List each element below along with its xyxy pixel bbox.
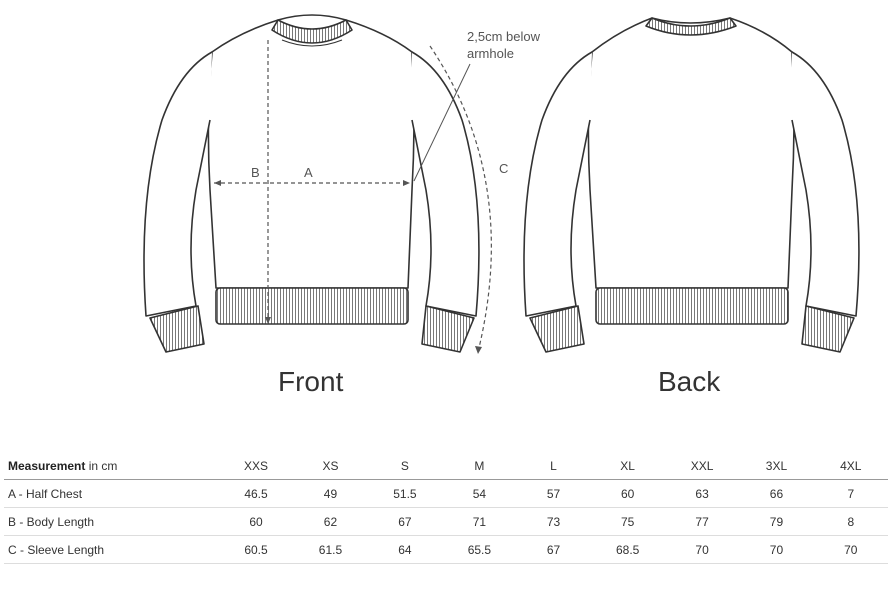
table-cell: 57 bbox=[516, 479, 591, 508]
size-header: 3XL bbox=[739, 452, 814, 480]
size-header: XL bbox=[590, 452, 665, 480]
back-collar bbox=[645, 17, 737, 36]
back-sweatshirt bbox=[523, 17, 860, 353]
arrow-heads bbox=[214, 180, 482, 354]
size-header: M bbox=[442, 452, 517, 480]
label-b: B bbox=[251, 165, 260, 180]
table-cell: 65.5 bbox=[442, 535, 517, 564]
front-right-cuff bbox=[421, 305, 475, 353]
row-label: C - Sleeve Length bbox=[4, 535, 219, 564]
table-cell: 67 bbox=[367, 507, 443, 536]
table-cell: 62 bbox=[293, 507, 368, 536]
size-header: XXS bbox=[218, 452, 294, 480]
front-view-label: Front bbox=[278, 366, 344, 397]
size-header: S bbox=[367, 452, 443, 480]
table-cell: 7 bbox=[813, 479, 888, 508]
table-cell: 8 bbox=[813, 507, 888, 536]
back-left-cuff bbox=[529, 305, 585, 353]
table-cell: 66 bbox=[739, 479, 814, 508]
front-sweatshirt bbox=[143, 14, 480, 353]
table-cell: 49 bbox=[293, 479, 368, 508]
measurement-header-bold: Measurement bbox=[8, 458, 86, 473]
table-cell: 70 bbox=[664, 535, 740, 564]
front-left-cuff bbox=[149, 305, 205, 353]
label-c: C bbox=[499, 161, 509, 176]
sleeve-arc-c bbox=[429, 45, 492, 353]
size-header: XS bbox=[293, 452, 368, 480]
back-body-outline bbox=[587, 17, 795, 289]
note-pointer bbox=[413, 63, 471, 182]
measurement-header-unit: in cm bbox=[85, 458, 118, 473]
table-cell: 79 bbox=[739, 507, 814, 536]
table-cell: 60 bbox=[218, 507, 294, 536]
size-header: L bbox=[516, 452, 591, 480]
size-header: 4XL bbox=[813, 452, 888, 480]
front-body-outline bbox=[207, 14, 415, 289]
table-cell: 70 bbox=[739, 535, 814, 564]
front-collar bbox=[271, 19, 353, 44]
table-cell: 51.5 bbox=[367, 479, 443, 508]
table-cell: 64 bbox=[367, 535, 443, 564]
table-cell: 60 bbox=[590, 479, 665, 508]
back-right-sleeve bbox=[791, 51, 860, 317]
size-chart-table: Measurement in cm XXS XS S M L XL XXL 3X… bbox=[4, 452, 888, 564]
size-header: XXL bbox=[664, 452, 740, 480]
front-measure-lines bbox=[214, 40, 492, 353]
back-left-sleeve bbox=[523, 51, 593, 317]
table-cell: 71 bbox=[442, 507, 517, 536]
table-cell: 46.5 bbox=[218, 479, 294, 508]
row-label: A - Half Chest bbox=[4, 479, 219, 508]
front-right-sleeve bbox=[411, 51, 480, 317]
table-cell: 54 bbox=[442, 479, 517, 508]
row-label: B - Body Length bbox=[4, 507, 219, 536]
back-view-label: Back bbox=[658, 366, 721, 397]
table-cell: 63 bbox=[664, 479, 740, 508]
table-cell: 68.5 bbox=[590, 535, 665, 564]
table-cell: 75 bbox=[590, 507, 665, 536]
front-hem-rib bbox=[215, 287, 409, 325]
table-cell: 61.5 bbox=[293, 535, 368, 564]
table-cell: 60.5 bbox=[218, 535, 294, 564]
sweatshirt-diagram bbox=[143, 14, 860, 354]
table-header-row: Measurement in cm XXS XS S M L XL XXL 3X… bbox=[4, 452, 888, 480]
back-right-cuff bbox=[801, 305, 855, 353]
table-cell: 77 bbox=[664, 507, 740, 536]
armhole-note: 2,5cm below armhole bbox=[467, 29, 540, 61]
table-cell: 73 bbox=[516, 507, 591, 536]
measurement-header: Measurement in cm bbox=[4, 452, 219, 480]
table-cell: 67 bbox=[516, 535, 591, 564]
label-a: A bbox=[304, 165, 313, 180]
back-hem-rib bbox=[595, 287, 789, 325]
front-left-sleeve bbox=[143, 51, 213, 317]
table-cell: 70 bbox=[813, 535, 888, 564]
